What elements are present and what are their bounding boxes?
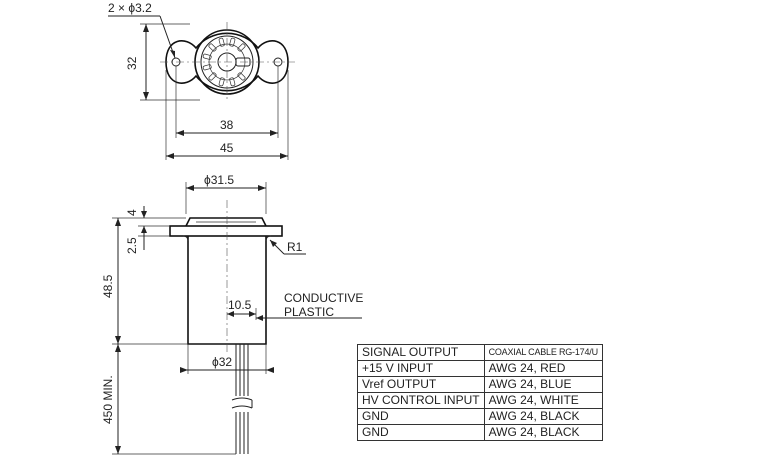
pin-slot <box>202 64 212 71</box>
signal-cell: SIGNAL OUTPUT <box>357 344 485 361</box>
cable-cell: AWG 24, BLUE <box>483 376 603 393</box>
radius-label: R1 <box>287 240 303 254</box>
pitch-label: 38 <box>220 118 234 132</box>
pin-slot <box>218 77 225 87</box>
table-row: +15 V INPUT AWG 24, RED <box>357 360 603 377</box>
table-row: Vref OUTPUT AWG 24, BLUE <box>357 376 603 393</box>
top-cap <box>185 217 267 227</box>
pin-slot <box>229 77 236 87</box>
diameter-bottom-label: ϕ32 <box>212 355 232 369</box>
material-label-line2: PLASTIC <box>284 305 334 319</box>
flange <box>169 225 283 237</box>
pin-slot <box>202 53 212 60</box>
side-view: ϕ31.5 <box>101 173 363 455</box>
signal-cell: +15 V INPUT <box>357 360 485 377</box>
top-view: 2 × ϕ3.2 32 38 45 <box>108 1 295 160</box>
cable-cell: COAXIAL CABLE RG-174/U <box>483 344 603 361</box>
step-label: 2.5 <box>125 237 139 254</box>
pin-slot <box>218 37 225 47</box>
leads <box>231 344 253 454</box>
pin-slot <box>237 72 246 81</box>
width-label: 45 <box>220 141 234 155</box>
lead-length-label: 450 MIN. <box>101 375 115 424</box>
body-length-label: 48.5 <box>101 274 115 298</box>
pin-slot <box>208 43 217 52</box>
table-row: GND AWG 24, BLACK <box>357 408 603 425</box>
table-row: HV CONTROL INPUT AWG 24, WHITE <box>357 392 603 409</box>
pin-slot <box>237 43 246 52</box>
table-row: SIGNAL OUTPUT COAXIAL CABLE RG-174/U <box>357 344 603 361</box>
table-row: GND AWG 24, BLACK <box>357 424 603 441</box>
top-flange-outline <box>165 32 289 92</box>
signal-cell: GND <box>357 424 485 441</box>
cable-cell: AWG 24, BLACK <box>483 424 603 441</box>
holes-label: 2 × ϕ3.2 <box>108 1 152 15</box>
cable-cell: AWG 24, WHITE <box>483 392 603 409</box>
offset-label: 10.5 <box>228 298 252 312</box>
height-label: 32 <box>125 56 139 70</box>
signal-cell: GND <box>357 408 485 425</box>
pin-slot <box>229 37 236 47</box>
cable-cell: AWG 24, RED <box>483 360 603 377</box>
cable-cell: AWG 24, BLACK <box>483 408 603 425</box>
wire-table: SIGNAL OUTPUT COAXIAL CABLE RG-174/U +15… <box>357 344 603 441</box>
signal-cell: Vref OUTPUT <box>357 376 485 393</box>
material-label-line1: CONDUCTIVE <box>284 291 363 305</box>
diameter-top-label: ϕ31.5 <box>204 173 234 187</box>
pin-slots <box>202 37 246 87</box>
flange-thickness-label: 4 <box>125 209 139 216</box>
signal-cell: HV CONTROL INPUT <box>357 392 485 409</box>
pin-slot <box>208 72 217 81</box>
